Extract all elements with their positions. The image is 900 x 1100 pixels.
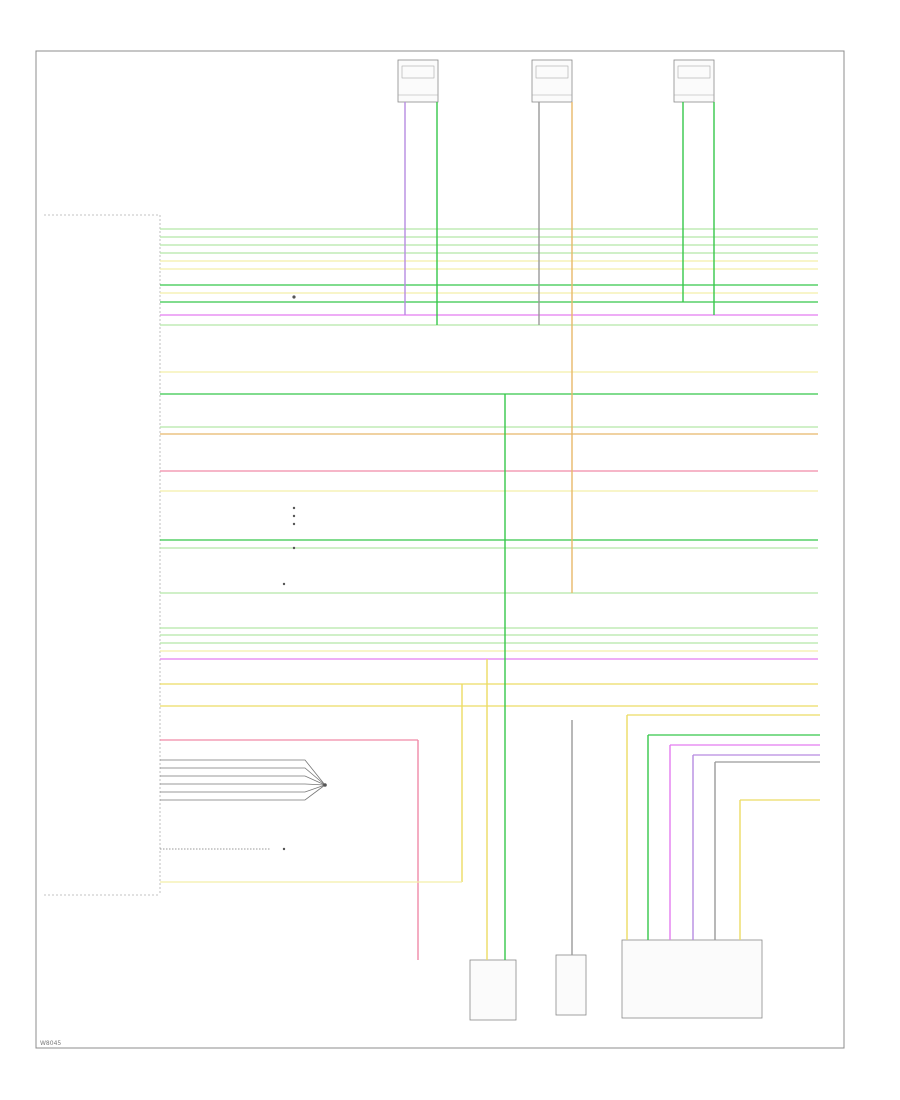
splice-point [323, 783, 327, 787]
diagram-frame [35, 50, 845, 1049]
horizontal-wires [160, 228, 818, 707]
bottom-connector-switch [555, 954, 587, 1016]
bottom-connector-multi [621, 939, 763, 1019]
ground-bundle [160, 759, 326, 850]
top-connector-left [397, 59, 439, 103]
top-connector-right [673, 59, 715, 103]
bundle-connections [160, 714, 820, 883]
figure-id: W8045 [40, 1040, 61, 1047]
vertical-wires [404, 102, 741, 960]
top-connector-center [531, 59, 573, 103]
bottom-connector-sensor [469, 959, 517, 1021]
markers [282, 295, 296, 851]
control-module-outline [44, 214, 161, 896]
